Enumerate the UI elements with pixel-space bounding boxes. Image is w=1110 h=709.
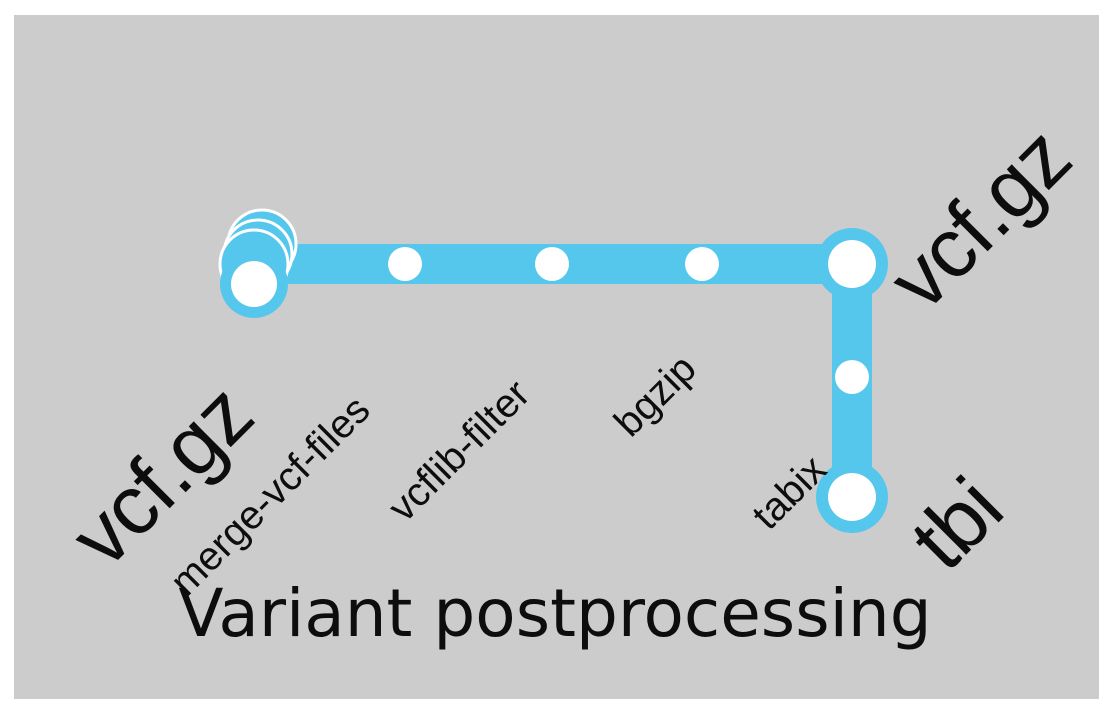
step-stop-merge-vcf-files <box>388 247 422 281</box>
output-node-vcf-gz <box>816 228 888 300</box>
step-stop-bgzip <box>685 247 719 281</box>
step-stop-vcflib-filter <box>535 247 569 281</box>
diagram-panel <box>14 15 1099 699</box>
input-node-stack <box>218 208 298 318</box>
diagram-title: Variant postprocessing <box>178 575 932 652</box>
step-stop-tabix <box>835 360 869 394</box>
pipeline-line <box>254 244 872 497</box>
output-node-tbi <box>816 461 888 533</box>
